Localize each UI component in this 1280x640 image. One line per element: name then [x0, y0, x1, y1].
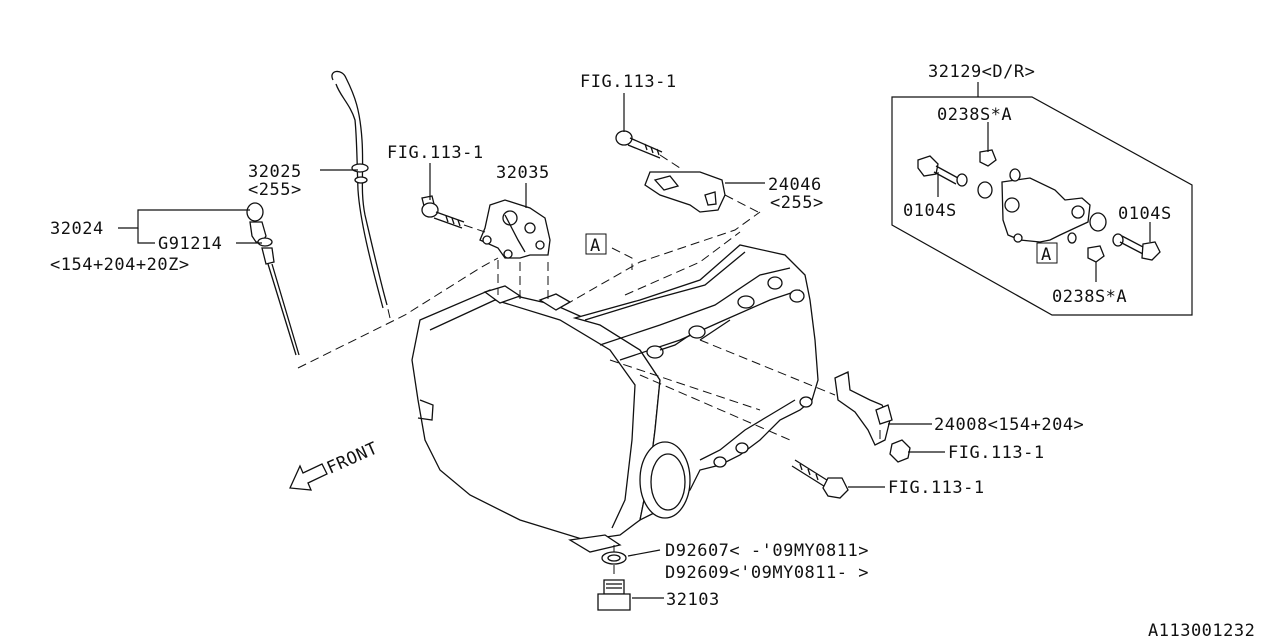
- label-g91214-sub: <154+204+20Z>: [50, 255, 190, 275]
- diagram-reference-code: A113001232: [1148, 621, 1255, 640]
- label-fig113-right2[interactable]: FIG.113-1: [888, 478, 985, 498]
- bracket-32035: [479, 199, 551, 259]
- label-0238s-a-top[interactable]: 0238S*A: [937, 105, 1012, 125]
- label-32129[interactable]: 32129<D/R>: [928, 62, 1035, 82]
- oil-level-gauge-32024: [246, 202, 300, 356]
- bracket-24046: [644, 171, 726, 213]
- label-0104s-left[interactable]: 0104S: [903, 201, 957, 221]
- label-d92609[interactable]: D92609<'09MY0811- >: [665, 563, 869, 583]
- label-32025[interactable]: 32025: [248, 162, 302, 182]
- label-32103[interactable]: 32103: [666, 590, 720, 610]
- label-fig113-mid[interactable]: FIG.113-1: [387, 143, 484, 163]
- bolt-fig113-lower: [791, 459, 849, 499]
- label-24046-sub: <255>: [770, 193, 824, 213]
- label-0104s-right[interactable]: 0104S: [1118, 204, 1172, 224]
- label-front: FRONT: [324, 438, 381, 478]
- bolt-fig113-top: [615, 130, 663, 159]
- marker-a-main-label: A: [590, 236, 601, 256]
- transmission-case: [411, 244, 819, 553]
- dipstick-tube-32025: [331, 70, 388, 309]
- label-24046[interactable]: 24046: [768, 175, 822, 195]
- label-fig113-top[interactable]: FIG.113-1: [580, 72, 677, 92]
- label-0238s-a-bottom[interactable]: 0238S*A: [1052, 287, 1127, 307]
- nut-fig113-right: [889, 439, 911, 463]
- label-32024[interactable]: 32024: [50, 219, 104, 239]
- bracket-24008: [834, 371, 893, 446]
- drain-plug-32103: [597, 551, 631, 611]
- assembly-dashed-lines: [297, 154, 881, 578]
- front-direction-arrow: [289, 463, 328, 491]
- label-g91214[interactable]: G91214: [158, 234, 222, 254]
- leader-lines: [118, 82, 1151, 599]
- detail-box-32129: [891, 96, 1193, 316]
- marker-a-detail-label: A: [1041, 245, 1052, 265]
- marker-a-main: A: [585, 233, 607, 256]
- label-fig113-right1[interactable]: FIG.113-1: [948, 443, 1045, 463]
- label-32025-sub: <255>: [248, 180, 302, 200]
- marker-a-detail: A: [1036, 242, 1058, 265]
- label-32035[interactable]: 32035: [496, 163, 550, 183]
- label-24008[interactable]: 24008<154+204>: [934, 415, 1084, 435]
- bolt-fig113-mid: [421, 195, 465, 229]
- label-d92607[interactable]: D92607< -'09MY0811>: [665, 541, 869, 561]
